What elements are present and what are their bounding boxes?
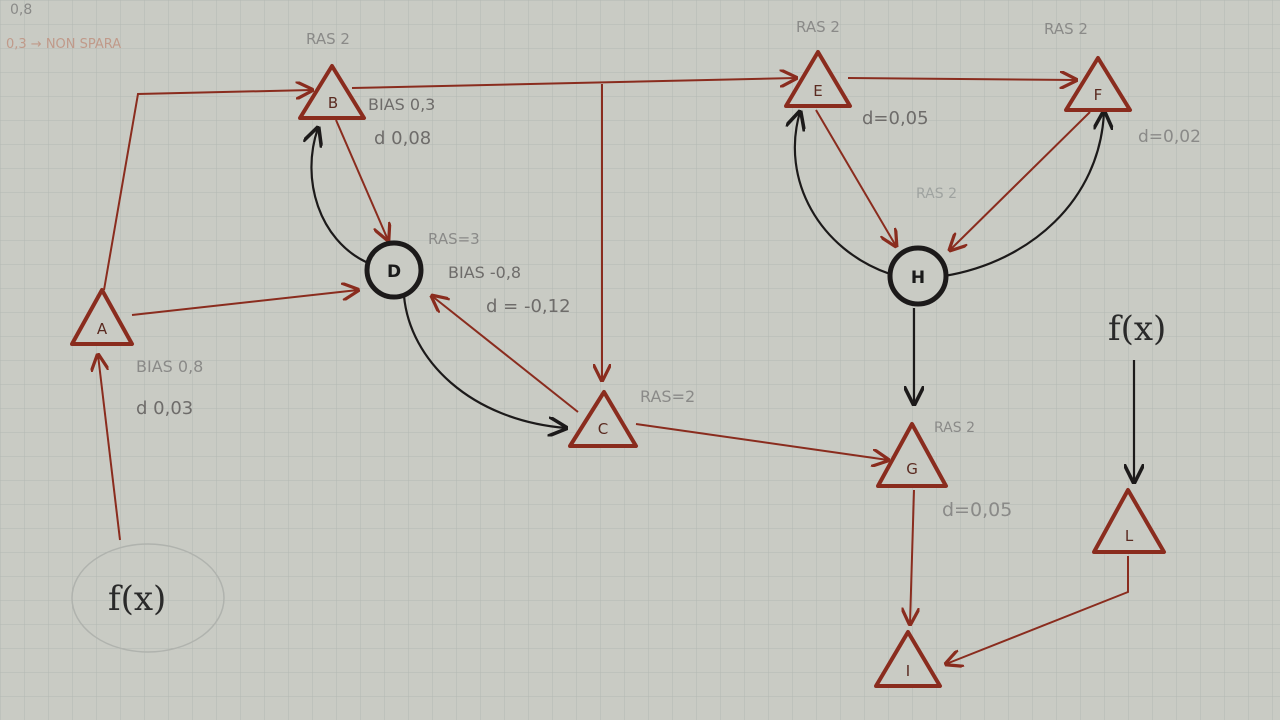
edge-g-i (910, 489, 914, 624)
node-d-d: d = -0,12 (486, 296, 571, 317)
node-b-triangle (298, 64, 366, 120)
edge-c-g (635, 423, 888, 460)
node-a-letter: A (97, 320, 108, 338)
node-g-ras: RAS 2 (934, 420, 975, 436)
node-f-triangle (1064, 56, 1132, 112)
node-i-triangle (874, 630, 942, 688)
node-l-letter: L (1125, 527, 1134, 545)
corner-note-line: 0,3 → NON SPARA (6, 37, 121, 52)
node-f-d: d=0,02 (1138, 127, 1201, 147)
node-c-letter: C (598, 420, 608, 438)
edge-fx-a (98, 355, 121, 541)
dark-edges (311, 112, 1134, 482)
node-a-triangle (70, 288, 134, 346)
node-i[interactable]: I (874, 630, 942, 688)
node-d-circle (364, 240, 424, 300)
node-a-d: d 0,03 (136, 398, 193, 419)
node-b-ras: RAS 2 (306, 30, 350, 48)
node-h-ras: RAS 2 (916, 186, 957, 202)
fx-right: f(x) (1108, 309, 1166, 349)
node-b-bias: BIAS 0,3 (368, 95, 435, 114)
node-f[interactable]: F (1064, 56, 1132, 112)
node-f-ras: RAS 2 (1044, 20, 1088, 38)
edge-c-d (432, 296, 579, 413)
node-g-triangle (876, 422, 948, 488)
fx-left: f(x) (108, 579, 166, 619)
edge-b-e (351, 78, 796, 89)
node-d-bias: BIAS -0,8 (448, 263, 521, 282)
node-b-d: d 0,08 (374, 128, 431, 149)
edge-e-f (847, 78, 1076, 80)
node-i-letter: I (906, 662, 910, 680)
node-g-letter: G (906, 460, 918, 478)
edge-e-h (815, 109, 896, 246)
node-h[interactable]: H (887, 245, 949, 307)
edge-h-e (795, 112, 891, 276)
edge-b-d (335, 119, 388, 240)
node-e-letter: E (813, 82, 822, 100)
node-d-ras: RAS=3 (428, 230, 480, 248)
node-c-triangle (568, 390, 638, 448)
node-g[interactable]: G (876, 422, 948, 488)
node-g-d: d=0,05 (942, 499, 1012, 521)
edge-a-b (103, 90, 312, 291)
node-a[interactable]: A (70, 288, 134, 346)
node-e-ras: RAS 2 (796, 18, 840, 36)
node-c[interactable]: C (568, 390, 638, 448)
node-l-triangle (1092, 488, 1166, 554)
node-h-letter: H (911, 268, 925, 288)
edge-d-c (402, 295, 566, 428)
edge-f-h (950, 111, 1091, 250)
node-a-bias: BIAS 0,8 (136, 357, 203, 376)
node-c-ras: RAS=2 (640, 387, 695, 406)
node-e[interactable]: E (784, 50, 852, 108)
node-e-triangle (784, 50, 852, 108)
edge-a-d (131, 290, 358, 316)
node-h-circle (887, 245, 949, 307)
node-e-d: d=0,05 (862, 108, 929, 129)
node-b[interactable]: B (298, 64, 366, 120)
node-d-letter: D (387, 262, 401, 282)
node-d[interactable]: D (364, 240, 424, 300)
node-l[interactable]: L (1092, 488, 1166, 554)
edge-h-f (943, 112, 1104, 278)
corner-note-top: 0,8 (10, 2, 32, 18)
fx-left-circle (71, 543, 225, 653)
node-f-letter: F (1094, 86, 1103, 104)
edge-d-b (311, 128, 367, 263)
edge-l-i (946, 556, 1129, 664)
node-b-letter: B (328, 94, 338, 112)
red-edges (98, 78, 1129, 664)
